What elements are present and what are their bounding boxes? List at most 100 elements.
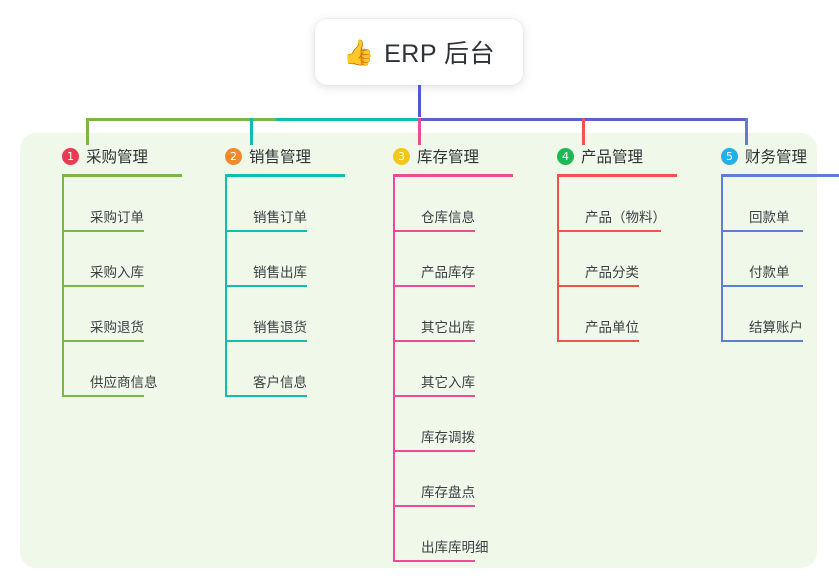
list-item-underline [393,285,475,287]
list-item[interactable]: 其它入库 [393,342,526,397]
list-item[interactable]: 库存调拨 [393,397,526,452]
list-item-underline [721,230,803,232]
drop-col3 [418,118,421,145]
column-spine [393,177,395,562]
list-item[interactable]: 销售退货 [225,287,358,342]
list-item-label: 销售订单 [253,210,307,225]
list-item[interactable]: 付款单 [721,232,839,287]
list-item[interactable]: 采购入库 [62,232,195,287]
list-item-label: 产品分类 [585,265,639,280]
column-header-3[interactable]: 3 库存管理 [371,144,526,168]
list-item-label: 其它出库 [421,320,475,335]
bus-teal [276,118,420,121]
thumbs-up-icon: 👍 [342,37,375,67]
column-underline [557,174,677,177]
list-item-underline [225,340,307,342]
list-item-underline [557,340,639,342]
list-item[interactable]: 供应商信息 [62,342,195,397]
list-item[interactable]: 采购订单 [62,177,195,232]
column-items: 仓库信息产品库存其它出库其它入库库存调拨库存盘点出库库明细 [371,177,526,562]
drop-col2 [250,118,253,145]
bus-green [86,118,278,121]
column-badge-2: 2 [225,147,242,165]
column-title: 销售管理 [249,149,312,166]
list-item-underline [393,505,475,507]
list-item-label: 出库库明细 [421,540,489,555]
list-item-underline [225,285,307,287]
list-item[interactable]: 产品单位 [557,287,690,342]
list-item-underline [62,285,144,287]
list-item-underline [393,560,475,562]
column-财务管理: 5 财务管理回款单付款单结算账户 [699,144,839,342]
column-产品管理: 4 产品管理产品（物料） 产品分类产品单位 [535,144,690,342]
list-item[interactable]: 其它出库 [393,287,526,342]
list-item[interactable]: 产品分类 [557,232,690,287]
list-item-label: 供应商信息 [90,375,158,390]
drop-col1 [86,118,89,145]
list-item[interactable]: 出库库明细 [393,507,526,562]
column-items: 采购订单采购入库采购退货供应商信息 [40,177,195,397]
column-库存管理: 3 库存管理仓库信息产品库存其它出库其它入库库存调拨库存盘点出库库明细 [371,144,526,562]
column-header-5[interactable]: 5 财务管理 [699,144,839,168]
list-item[interactable]: 产品库存 [393,232,526,287]
list-item[interactable]: 销售出库 [225,232,358,287]
list-item[interactable]: 仓库信息 [393,177,526,232]
list-item-underline [62,230,144,232]
list-item-underline [393,340,475,342]
column-underline [225,174,345,177]
list-item[interactable]: 客户信息 [225,342,358,397]
list-item[interactable]: 产品（物料） [557,177,690,232]
list-item[interactable]: 结算账户 [721,287,839,342]
column-underline [62,174,182,177]
column-items: 回款单付款单结算账户 [699,177,839,342]
list-item-label: 结算账户 [749,320,803,335]
column-title: 库存管理 [417,149,480,166]
column-header-4[interactable]: 4 产品管理 [535,144,690,168]
column-badge-3: 3 [393,147,410,165]
list-item-underline [393,395,475,397]
list-item-label: 仓库信息 [421,210,475,225]
column-header-2[interactable]: 2 销售管理 [203,144,358,168]
list-item-label: 库存盘点 [421,485,475,500]
column-badge-4: 4 [557,147,574,165]
column-spine [62,177,64,397]
list-item-label: 回款单 [749,210,790,225]
drop-col5 [745,118,748,145]
drop-col4 [582,118,585,145]
column-title: 财务管理 [745,149,808,166]
list-item-underline [393,450,475,452]
list-item-label: 采购入库 [90,265,144,280]
list-item-label: 付款单 [749,265,790,280]
column-badge-5: 5 [721,147,738,165]
column-badge-1: 1 [62,147,79,165]
root-node[interactable]: 👍 ERP 后台 [315,19,523,85]
list-item-label: 客户信息 [253,375,307,390]
column-销售管理: 2 销售管理销售订单销售出库销售退货客户信息 [203,144,358,397]
list-item[interactable]: 采购退货 [62,287,195,342]
column-spine [557,177,559,342]
list-item-underline [62,395,144,397]
column-underline [393,174,513,177]
list-item-underline [721,340,803,342]
list-item-underline [557,230,661,232]
list-item-label: 销售出库 [253,265,307,280]
column-spine [225,177,227,397]
diagram-panel [20,133,817,568]
column-underline [721,174,839,177]
list-item-label: 产品库存 [421,265,475,280]
column-title: 产品管理 [581,149,644,166]
list-item-label: 产品（物料） [585,210,666,225]
list-item[interactable]: 库存盘点 [393,452,526,507]
list-item-underline [721,285,803,287]
list-item[interactable]: 销售订单 [225,177,358,232]
list-item-label: 采购退货 [90,320,144,335]
root-node-title: ERP 后台 [384,40,496,68]
list-item-label: 采购订单 [90,210,144,225]
list-item[interactable]: 回款单 [721,177,839,232]
list-item-underline [557,285,639,287]
list-item-underline [62,340,144,342]
list-item-underline [393,230,475,232]
